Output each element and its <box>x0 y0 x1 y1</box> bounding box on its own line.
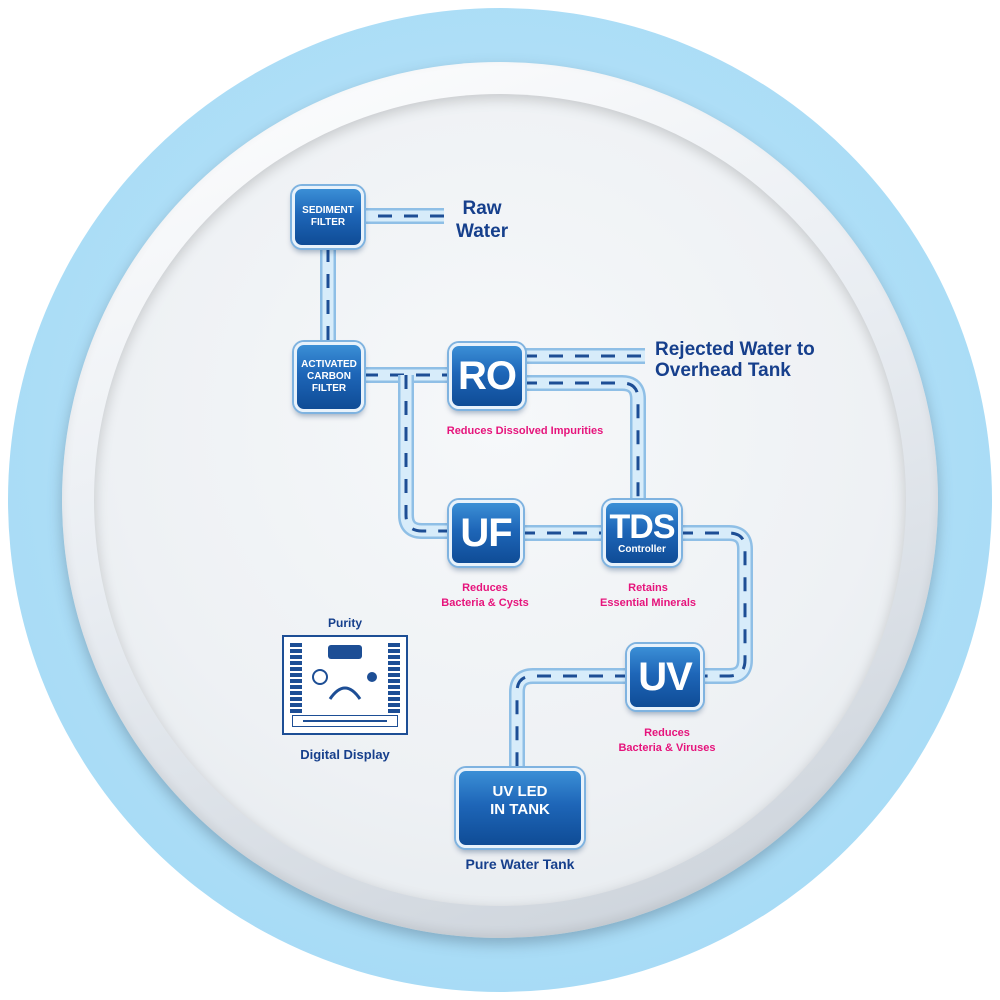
display-right-bars <box>388 643 400 713</box>
pipe-ro-to-tds-flow <box>523 381 640 502</box>
rejected-water-label: Rejected Water to Overhead Tank <box>655 339 815 382</box>
uf-box: UF <box>449 500 523 566</box>
rejected-water-label-1: Rejected Water to <box>655 339 815 360</box>
uv-description-2: Bacteria & Viruses <box>618 741 716 754</box>
display-gauge-icon <box>328 686 362 700</box>
carbon-filter-label-3: FILTER <box>311 383 347 394</box>
tank-label-1: UV LED <box>492 783 548 800</box>
tds-box: TDS Controller <box>603 500 681 566</box>
raw-water-label-1: Raw <box>462 198 502 219</box>
pipe-branch-to-uf-flow <box>404 375 451 533</box>
ro-label: RO <box>458 354 517 398</box>
carbon-filter-label-1: ACTIVATED <box>301 359 357 370</box>
display-left-bars <box>290 643 302 713</box>
display-title-text: Purity <box>327 616 362 630</box>
uv-box: UV <box>627 644 703 710</box>
tds-description-2: Essential Minerals <box>600 596 696 609</box>
uf-description: Reduces Bacteria & Cysts <box>420 581 550 611</box>
tank-caption-text: Pure Water Tank <box>465 856 575 872</box>
pipe-tds-to-uv-flow <box>679 531 747 678</box>
pipe-ro-to-tds <box>523 377 644 502</box>
pipe-ro-to-tds-outline <box>523 375 646 502</box>
display-caption-text: Digital Display <box>300 747 390 762</box>
ro-description: Reduces Dissolved Impurities <box>420 424 630 439</box>
pipe-branch-to-uf-outline <box>398 375 451 539</box>
display-drop-icon <box>312 669 328 685</box>
display-title: Purity <box>300 616 390 630</box>
pipe-uv-to-tank-flow <box>515 674 629 770</box>
carbon-filter-label-2: CARBON <box>307 371 351 382</box>
tds-description-1: Retains <box>628 582 668 594</box>
tds-label: TDS <box>609 508 676 546</box>
ro-description-text: Reduces Dissolved Impurities <box>446 425 604 437</box>
carbon-filter-box: ACTIVATED CARBON FILTER <box>294 342 364 412</box>
uv-description: Reduces Bacteria & Viruses <box>597 726 737 756</box>
uv-description-1: Reduces <box>644 727 690 739</box>
display-dot-icon <box>367 672 377 682</box>
display-status-bar <box>292 715 398 727</box>
pipe-uv-to-tank <box>511 670 629 770</box>
rejected-water-label-2: Overhead Tank <box>655 359 791 381</box>
uf-label: UF <box>460 511 512 555</box>
display-tap-icon <box>328 645 362 659</box>
sediment-filter-label-1: SEDIMENT <box>302 205 354 216</box>
sediment-filter-label-2: FILTER <box>310 217 346 228</box>
raw-water-label: Raw Water <box>456 198 508 244</box>
raw-water-label-2: Water <box>456 220 509 242</box>
display-caption: Digital Display <box>282 747 408 762</box>
tank-caption: Pure Water Tank <box>440 856 600 872</box>
display-graphics <box>312 645 377 700</box>
uf-description-2: Bacteria & Cysts <box>441 596 529 609</box>
uf-description-1: Reduces <box>462 582 508 594</box>
uv-label: UV <box>638 655 693 699</box>
pure-water-tank-box: UV LED IN TANK <box>456 768 584 848</box>
sediment-filter-box: SEDIMENT FILTER <box>292 186 364 248</box>
digital-display-panel <box>282 635 408 735</box>
tds-description: Retains Essential Minerals <box>578 581 718 611</box>
pipe-uv-to-tank-outline <box>509 668 629 770</box>
ro-box: RO <box>449 343 525 409</box>
tank-label-2: IN TANK <box>490 801 550 818</box>
tds-sublabel: Controller <box>618 544 666 555</box>
